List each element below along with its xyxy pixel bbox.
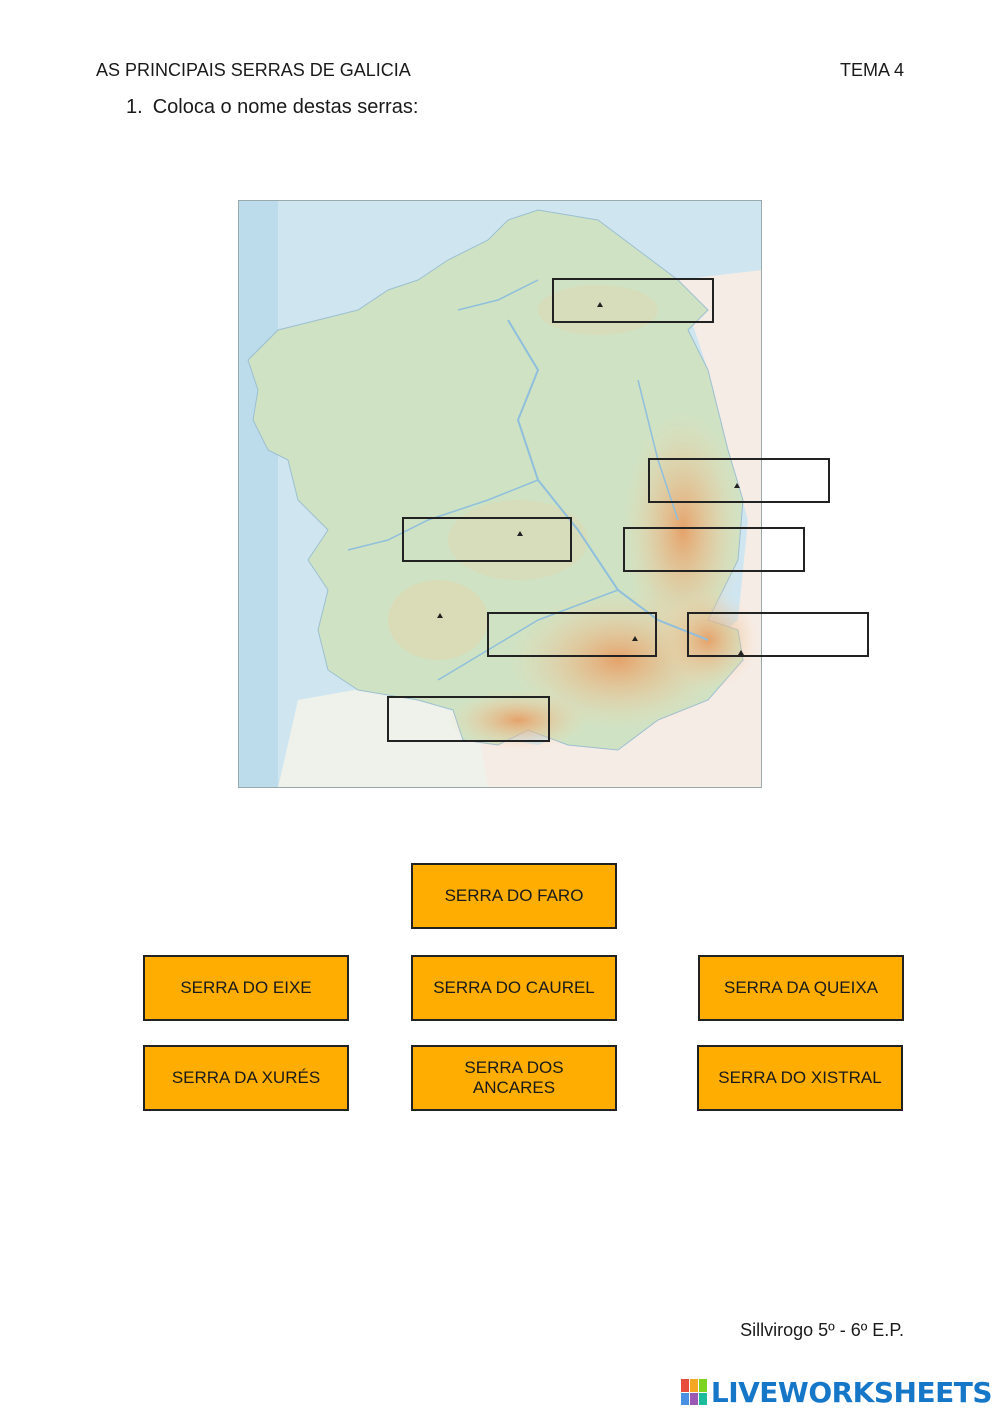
instruction: 1. Coloca o nome destas serras: (126, 96, 418, 119)
brand-name: LIVEWORKSHEETS (710, 1375, 993, 1409)
instruction-number: 1. (126, 96, 143, 118)
chip-serra-da-xures[interactable]: SERRA DA XURÉS (143, 1045, 349, 1111)
drop-target-1[interactable] (552, 278, 714, 323)
chip-serra-do-faro[interactable]: SERRA DO FARO (411, 863, 617, 929)
theme-label: TEMA 4 (839, 60, 904, 80)
instruction-text: Coloca o nome destas serras: (152, 96, 419, 118)
drop-target-4[interactable] (623, 527, 805, 572)
chip-serra-dos-ancares[interactable]: SERRA DOS ANCARES (411, 1045, 617, 1111)
chip-serra-da-queixa[interactable]: SERRA DA QUEIXA (698, 955, 904, 1021)
chip-serra-do-caurel[interactable]: SERRA DO CAUREL (411, 955, 617, 1021)
chip-serra-do-xistral[interactable]: SERRA DO XISTRAL (697, 1045, 903, 1111)
drop-target-7[interactable] (387, 696, 550, 742)
drop-target-5[interactable] (487, 612, 657, 657)
chip-serra-do-eixe[interactable]: SERRA DO EIXE (143, 955, 349, 1021)
galicia-relief-map (238, 200, 762, 788)
liveworksheets-logo-icon (680, 1379, 707, 1405)
drop-target-2[interactable] (648, 458, 830, 503)
liveworksheets-brand[interactable]: LIVEWORKSHEETS (680, 1375, 993, 1409)
drop-target-3[interactable] (402, 517, 572, 562)
footer-credit: Sillvirogo 5º - 6º E.P. (740, 1320, 904, 1340)
worksheet-title: AS PRINCIPAIS SERRAS DE GALICIA (96, 60, 411, 80)
drop-target-6[interactable] (687, 612, 869, 657)
map-graphic (238, 200, 762, 788)
